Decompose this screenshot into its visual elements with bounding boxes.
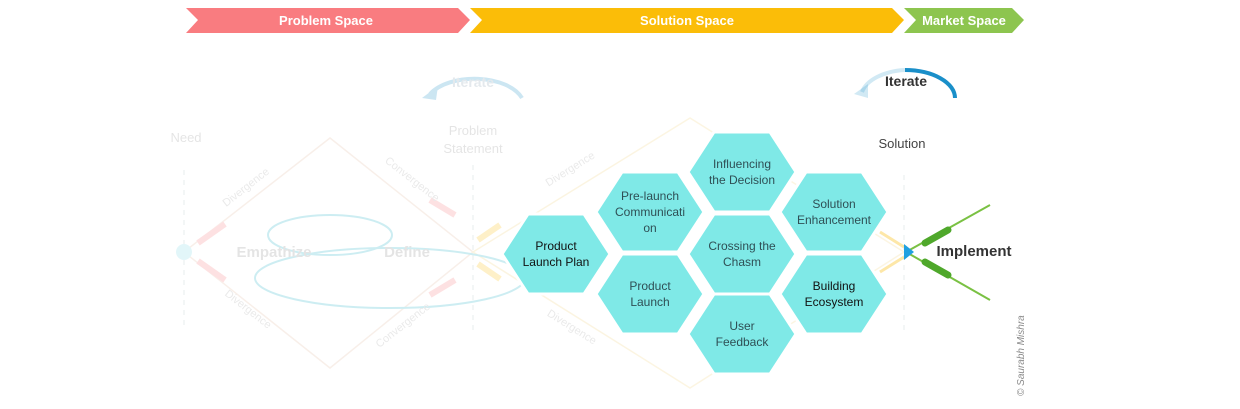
hexagon-label: on (643, 221, 656, 235)
hexagon-label: Chasm (723, 255, 761, 269)
implement-group: Implement (904, 204, 1012, 301)
hexagon-shape (594, 252, 706, 336)
problem-statement-line2: Statement (443, 141, 503, 156)
hexagon-shape (686, 292, 798, 376)
iterate-right-arc-faded (860, 68, 906, 93)
problem-space-label: Problem Space (279, 13, 373, 28)
empathize-loop (267, 214, 393, 256)
rod-4 (428, 277, 457, 298)
market-space-label: Market Space (922, 13, 1006, 28)
hexagon-label: Building (813, 279, 856, 293)
hexagon-label: Crossing the (708, 239, 776, 253)
rod-6 (476, 261, 502, 282)
hexagon-label: Launch Plan (523, 255, 590, 269)
hexagon-label: the Decision (709, 173, 775, 187)
rod-5 (476, 222, 502, 243)
solution-label: Solution (879, 136, 926, 151)
phase-banner: Problem Space Solution Space Market Spac… (186, 8, 1024, 33)
iterate-left-label: Iterate (452, 74, 494, 90)
problem-space-arrow (186, 8, 470, 33)
market-space-arrow (904, 8, 1024, 33)
hexagon-label: Ecosystem (805, 295, 864, 309)
hexagon-label: Product (629, 279, 671, 293)
hexagon-shape (686, 130, 798, 214)
divergence-label-3: Divergence (544, 150, 598, 190)
hexagon-label: Product (535, 239, 577, 253)
convergence-label-1: Convergence (382, 155, 441, 205)
hexagon-shape (500, 212, 612, 296)
iterate-right: Iterate (854, 68, 957, 99)
hexagon-shape (778, 252, 890, 336)
hexagon-label: Solution (812, 197, 855, 211)
implement-node (904, 244, 914, 260)
iterate-right-arc (904, 68, 957, 99)
iterate-right-arrowhead (854, 84, 868, 98)
faint-connectors (879, 230, 905, 274)
hexagon-label: Influencing (713, 157, 771, 171)
hexagon-label: Pre-launch (621, 189, 679, 203)
iterate-left-arc (428, 76, 524, 100)
implement-rod-top (921, 226, 952, 247)
solution-space-label: Solution Space (640, 13, 734, 28)
rod-2 (196, 258, 227, 283)
hexagon-label: User (729, 319, 754, 333)
hexagon-label: Launch (630, 295, 669, 309)
implement-rod-bottom (921, 258, 952, 279)
hexagon-shape (686, 212, 798, 296)
hexagon-influencing: Influencing the Decision (686, 130, 798, 214)
hexagon-cluster: Influencing the DecisionPre-launchCommuni… (500, 130, 890, 376)
iterate-left-arrowhead (422, 86, 438, 100)
rod-1 (196, 221, 227, 246)
solution-space-arrow (470, 8, 904, 33)
implement-label: Implement (936, 243, 1011, 260)
problem-statement-line1: Problem (449, 123, 497, 138)
hexagon-shape (778, 170, 890, 254)
need-label: Need (170, 130, 201, 145)
need-node (176, 244, 192, 260)
define-label: Define (384, 244, 430, 261)
divergence-label-2: Divergence (222, 288, 273, 332)
hexagon-shape (594, 170, 706, 254)
empathize-label: Empathize (236, 244, 311, 261)
hexagon-label: Enhancement (797, 213, 872, 227)
hexagon-label: Feedback (716, 335, 770, 349)
hexagon-label: Communicati (615, 205, 685, 219)
rod-3 (428, 197, 457, 218)
credit-text: © Saurabh Mishra (1016, 315, 1027, 396)
problem-diamond (182, 137, 475, 369)
iterate-right-label: Iterate (885, 73, 927, 89)
